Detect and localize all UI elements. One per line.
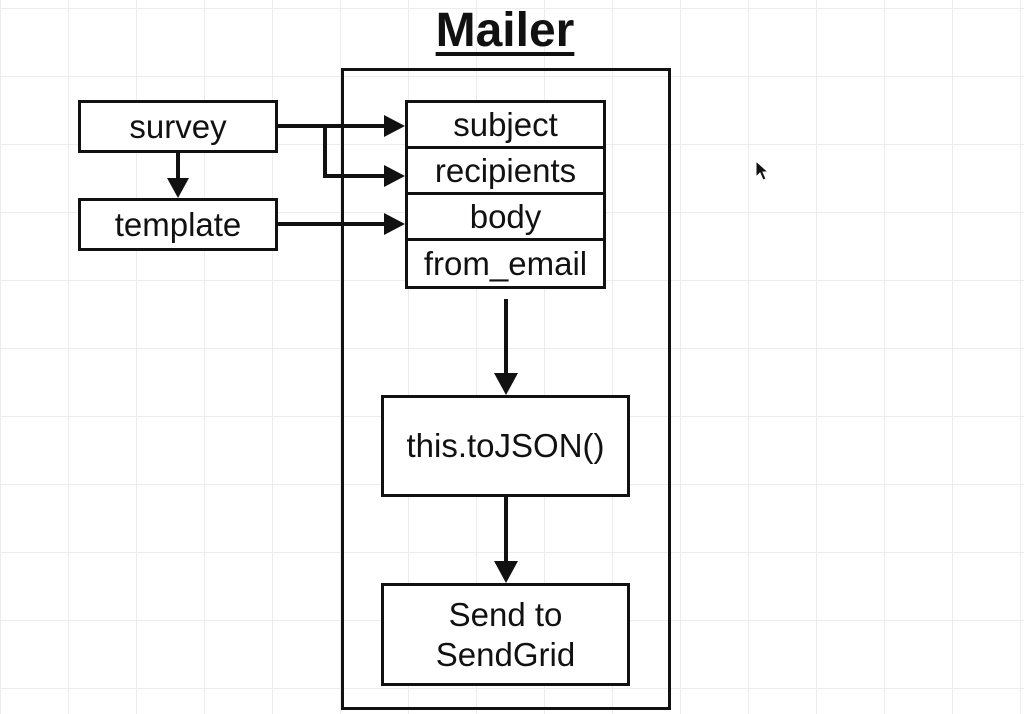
send-to-sendgrid-box: Send to SendGrid	[381, 583, 630, 686]
field-subject: subject	[408, 103, 603, 149]
arrowhead-template	[167, 178, 189, 198]
mouse-cursor-icon	[755, 160, 769, 181]
to-json-label: this.toJSON()	[406, 427, 605, 464]
survey-label: survey	[129, 107, 227, 145]
diagram-title: Mailer	[435, 4, 575, 57]
to-json-box: this.toJSON()	[381, 395, 630, 497]
field-recipients: recipients	[408, 149, 603, 195]
template-box: template	[78, 198, 278, 251]
mailer-container	[341, 68, 671, 710]
field-body: body	[408, 195, 603, 241]
survey-box: survey	[78, 100, 278, 153]
send-label-line2: SendGrid	[435, 635, 576, 673]
field-from-email: from_email	[423, 244, 588, 282]
template-label: template	[114, 205, 242, 243]
mailer-fields-stack: subject recipients body from_email	[405, 100, 606, 289]
send-label-line1: Send to	[448, 595, 563, 633]
